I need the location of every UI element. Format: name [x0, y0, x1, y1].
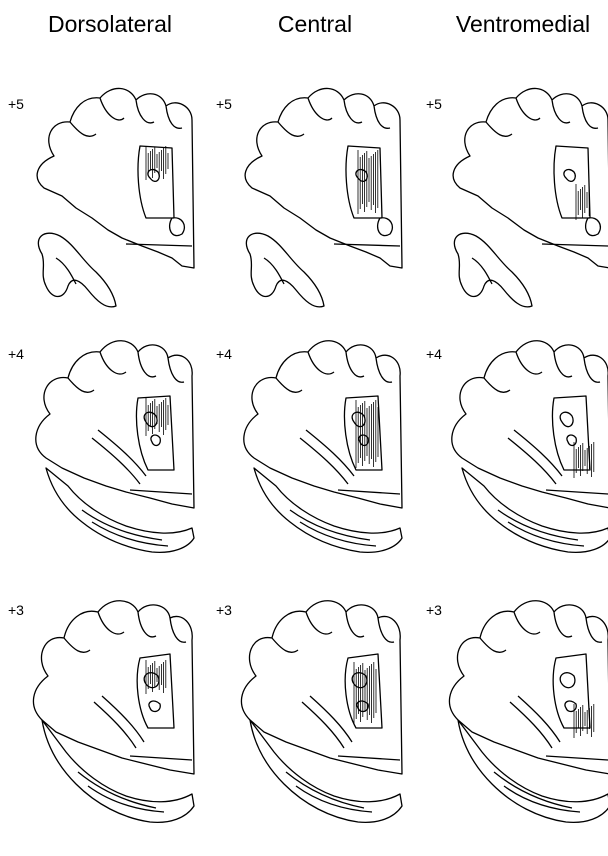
temporal-lobe-outline — [454, 233, 532, 307]
temporal-lobe-outline — [462, 468, 608, 552]
brain-section-plus5-central — [230, 68, 410, 328]
column-title-dorsolateral: Dorsolateral — [20, 8, 200, 40]
brain-section-plus5-dorsolateral — [22, 68, 202, 328]
subcortical-structures — [510, 654, 608, 760]
brain-section-plus4-dorsolateral — [22, 318, 202, 578]
cortex-outline — [33, 601, 194, 774]
temporal-lobe-outline — [254, 468, 402, 552]
subcortical-structures — [508, 396, 608, 494]
lesion-hatching — [354, 662, 376, 724]
temporal-lobe-outline — [246, 233, 324, 307]
cortex-outline — [453, 88, 608, 268]
lesion-hatching — [358, 150, 378, 214]
cortex-outline — [449, 601, 608, 774]
brain-section-plus4-central — [230, 318, 410, 578]
cortex-outline — [241, 601, 402, 774]
cortex-outline — [37, 88, 194, 268]
column-title-central: Central — [230, 8, 400, 40]
lesion-hatching — [574, 442, 594, 478]
lesion-hatching — [576, 184, 589, 220]
brain-section-plus3-dorsolateral — [22, 574, 202, 834]
brain-section-plus4-ventromedial — [438, 318, 608, 578]
lesion-hatching — [146, 660, 166, 694]
subcortical-structures — [94, 654, 192, 760]
cortex-outline — [452, 341, 608, 508]
temporal-lobe-outline — [46, 468, 194, 552]
brain-section-plus3-ventromedial — [438, 574, 608, 834]
brain-section-plus5-ventromedial — [438, 68, 608, 328]
temporal-lobe-outline — [38, 233, 116, 307]
cortex-outline — [36, 341, 194, 508]
column-title-ventromedial: Ventromedial — [438, 8, 608, 40]
lesion-hatching — [356, 400, 378, 468]
lesion-hatching — [146, 398, 168, 436]
subcortical-structures — [542, 146, 608, 246]
lesion-hatching — [574, 704, 594, 738]
brain-section-plus3-central — [230, 574, 410, 834]
subcortical-structures — [92, 396, 192, 494]
subcortical-structures — [302, 654, 400, 760]
subcortical-structures — [300, 396, 400, 494]
cortex-outline — [245, 88, 402, 268]
lesion-hatching — [146, 146, 168, 180]
